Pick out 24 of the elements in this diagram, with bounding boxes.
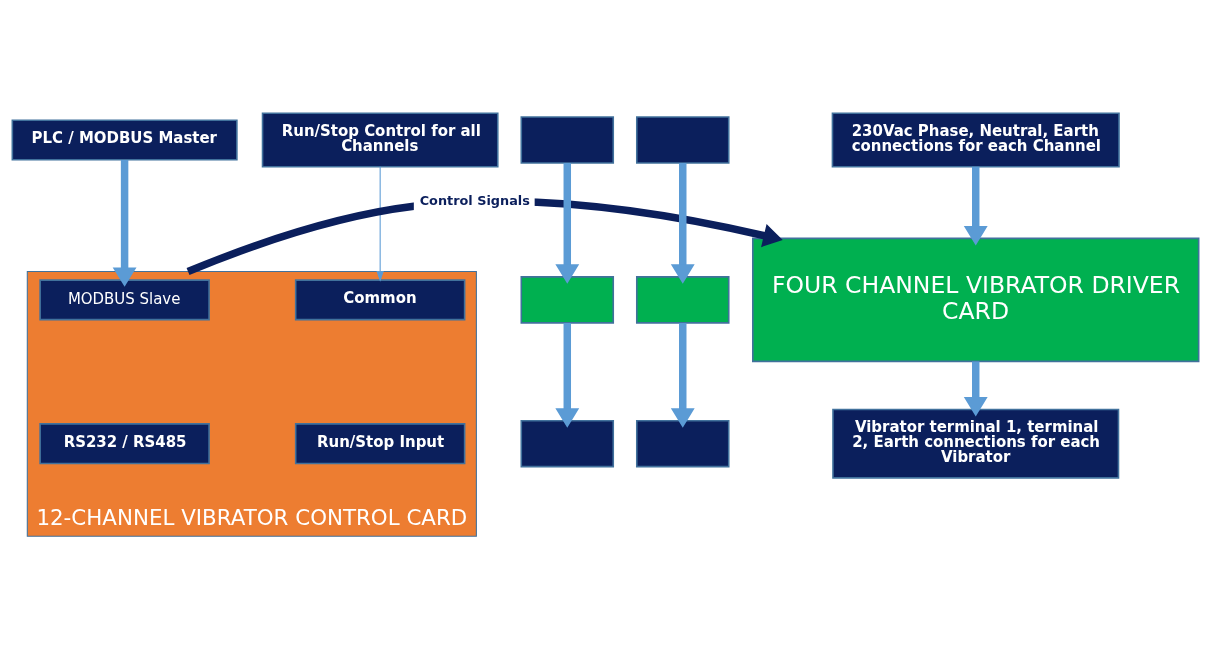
node-box: FOUR CHANNEL VIBRATOR DRIVER CARD bbox=[752, 237, 1200, 362]
edge-label: Control Signals bbox=[419, 192, 530, 208]
node-box bbox=[520, 115, 615, 164]
node-box: Common bbox=[294, 278, 466, 320]
node-box: RS232 / RS485 bbox=[39, 422, 210, 464]
node-box bbox=[636, 275, 730, 324]
node-box bbox=[636, 419, 730, 467]
arrow bbox=[670, 322, 695, 428]
node-box: Vibrator terminal 1, terminal 2, Earth connections for each Vibrator bbox=[832, 408, 1120, 479]
node-box bbox=[520, 275, 615, 324]
arrow bbox=[963, 166, 988, 246]
node-box bbox=[636, 115, 730, 164]
arrow bbox=[670, 162, 695, 284]
arrow bbox=[376, 165, 384, 282]
arrow bbox=[963, 360, 988, 416]
node-box: Run/Stop Control for all Channels bbox=[261, 112, 499, 168]
node-box: PLC / MODBUS Master bbox=[11, 118, 238, 161]
arrow bbox=[112, 159, 137, 287]
node-box bbox=[520, 419, 615, 467]
arrow bbox=[555, 322, 580, 428]
arrow bbox=[555, 162, 580, 284]
node-box: Run/Stop Input bbox=[294, 422, 466, 464]
node-box: MODBUS Slave bbox=[39, 278, 210, 320]
node-box: 230Vac Phase, Neutral, Earth connections for each Channel bbox=[831, 112, 1120, 168]
